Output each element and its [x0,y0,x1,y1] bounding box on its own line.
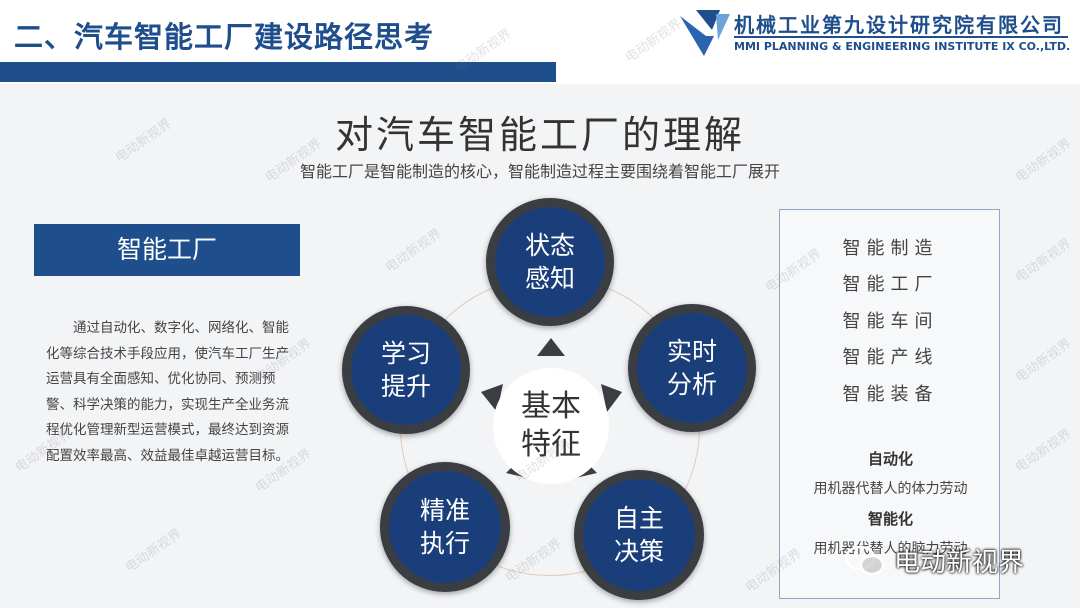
node-label: 学习提升 [380,339,431,401]
node-label: 状态感知 [524,231,575,293]
automation-heading: 自动化 [867,450,913,468]
title-rule [0,62,556,82]
smart-factory-description: 通过自动化、数字化、网络化、智能化等综合技术手段应用，使汽车工厂生产运营具有全面… [46,320,289,464]
slide-title: 对汽车智能工厂的理解 [334,113,745,157]
smart-factory-title: 智能工厂 [34,224,300,276]
node-label: 自主决策 [613,504,664,566]
intelligence-description: 用机器代替人的脑力劳动 [813,541,968,557]
company-name-en: MMI PLANNING & ENGINEERING INSTITUTE IX … [734,40,1071,53]
node-realtime-analysis: 实时分析 [628,304,756,432]
level-item: 智能车间 [842,311,939,332]
center-label: 基本特征 [521,389,581,462]
wechat-source-badge: 电动新视界 [844,542,1024,579]
level-item: 智能制造 [842,238,939,259]
arrow-to-top-icon [537,338,565,356]
slide-subtitle: 智能工厂是智能制造的核心，智能制造过程主要围绕着智能工厂展开 [299,162,780,181]
level-item: 智能装备 [842,384,939,405]
company-name-cn: 机械工业第九设计研究院有限公司 [734,13,1064,37]
node-autonomous-decision: 自主决策 [574,470,704,600]
center-basic-features: 基本特征 [493,368,609,484]
node-state-perception: 状态感知 [486,198,614,326]
section-title: 二、汽车智能工厂建设路径思考 [14,20,435,54]
levels-panel: 智能制造 智能工厂 智能车间 智能产线 智能装备 自动化 用机器代替人的体力劳动… [779,209,1000,599]
wechat-icon [844,545,885,575]
node-precise-execution: 精准执行 [380,462,510,592]
badge-label: 电动新视界 [894,548,1025,578]
node-learning-improvement: 学习提升 [342,306,470,434]
intelligence-heading: 智能化 [867,510,913,528]
node-label: 精准执行 [419,496,470,558]
level-item: 智能工厂 [842,274,939,295]
company-rule [734,36,1068,38]
node-label: 实时分析 [666,337,717,399]
automation-description: 用机器代替人的体力劳动 [813,481,968,497]
company-logo-icon [680,10,730,56]
level-item: 智能产线 [842,347,939,368]
arrow-to-right-icon [601,384,622,412]
